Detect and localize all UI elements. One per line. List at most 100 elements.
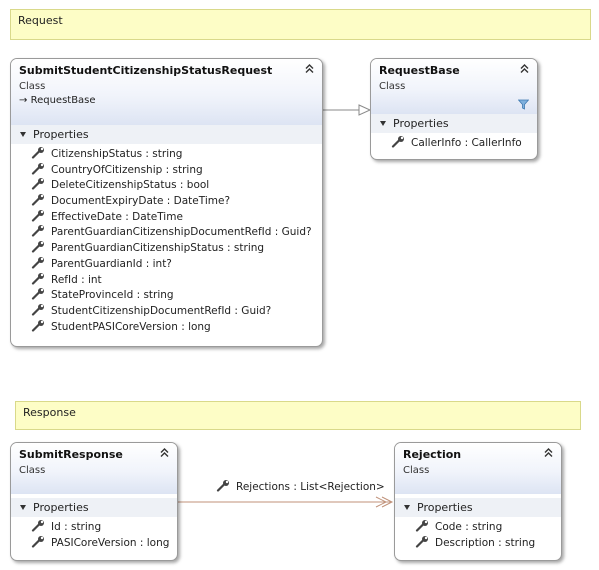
section-label: Properties — [393, 117, 449, 130]
inheritance-arrowhead — [358, 104, 372, 116]
property-list: Id : string PASICoreVersion : long — [11, 517, 177, 551]
property-item[interactable]: ParentGuardianCitizenshipDocumentRefId :… — [11, 225, 322, 241]
association-label[interactable]: Rejections : List<Rejection> — [216, 480, 385, 493]
class-name: RequestBase — [379, 64, 460, 77]
property-item[interactable]: StudentPASICoreVersion : long — [11, 319, 322, 336]
wrench-icon — [216, 480, 229, 492]
class-kind: Class — [19, 465, 46, 476]
wrench-icon — [31, 520, 44, 532]
wrench-icon — [31, 535, 44, 548]
section-label: Properties — [33, 501, 89, 514]
property-text: StateProvinceId : string — [51, 289, 174, 302]
collapse-chevron-icon[interactable] — [159, 447, 170, 458]
property-item[interactable]: DocumentExpiryDate : DateTime? — [11, 194, 322, 210]
class-kind: Class — [379, 81, 406, 92]
property-text: StudentPASICoreVersion : long — [51, 320, 211, 333]
property-list: CallerInfo : CallerInfo — [371, 133, 537, 152]
base-class-name: RequestBase — [30, 95, 96, 106]
properties-section-header[interactable]: Properties — [371, 114, 537, 133]
wrench-icon — [31, 162, 44, 175]
property-item[interactable]: StudentCitizenshipDocumentRefId : Guid? — [11, 303, 322, 320]
request-note-text: Request — [18, 14, 63, 27]
wrench-icon — [415, 535, 428, 548]
property-text: PASICoreVersion : long — [51, 536, 170, 549]
property-item[interactable]: StateProvinceId : string — [11, 288, 322, 304]
wrench-icon — [31, 319, 44, 332]
filter-icon[interactable] — [518, 99, 529, 110]
property-text: CallerInfo : CallerInfo — [411, 137, 522, 149]
class-header: SubmitResponse Class — [11, 443, 177, 494]
property-text: DocumentExpiryDate : DateTime? — [51, 195, 231, 208]
class-name: SubmitStudentCitizenshipStatusRequest — [19, 64, 273, 77]
property-item[interactable]: PASICoreVersion : long — [11, 535, 177, 552]
property-item[interactable]: CitizenshipStatus : string — [11, 147, 322, 163]
wrench-icon — [31, 178, 44, 190]
property-text: EffectiveDate : DateTime — [51, 210, 183, 223]
class-submit-request[interactable]: SubmitStudentCitizenshipStatusRequest Cl… — [10, 58, 323, 347]
property-text: ParentGuardianCitizenshipStatus : string — [51, 242, 265, 255]
class-header: SubmitStudentCitizenshipStatusRequest Cl… — [11, 59, 322, 125]
property-text: ParentGuardianCitizenshipDocumentRefId :… — [51, 226, 312, 239]
wrench-icon — [31, 225, 44, 238]
property-item[interactable]: Id : string — [11, 520, 177, 536]
expand-triangle-icon — [380, 120, 386, 126]
property-text: CitizenshipStatus : string — [51, 148, 183, 160]
class-name: SubmitResponse — [19, 448, 123, 461]
class-header: Rejection Class — [395, 443, 561, 494]
property-item[interactable]: Code : string — [395, 520, 561, 536]
property-text: Code : string — [435, 521, 503, 533]
section-label: Properties — [33, 128, 89, 141]
class-kind: Class — [19, 81, 46, 92]
wrench-icon — [31, 303, 44, 316]
association-arrowhead-1 — [375, 496, 388, 508]
properties-section-header[interactable]: Properties — [395, 498, 561, 517]
property-text: Description : string — [435, 536, 536, 549]
class-rejection[interactable]: Rejection Class Properties Code : string… — [394, 442, 562, 561]
property-text: StudentCitizenshipDocumentRefId : Guid? — [51, 304, 272, 317]
property-list: Code : string Description : string — [395, 517, 561, 551]
property-text: Id : string — [51, 521, 102, 533]
property-item[interactable]: ParentGuardianId : int? — [11, 256, 322, 273]
wrench-icon — [31, 147, 44, 159]
wrench-icon — [31, 288, 44, 300]
association-label-text: Rejections : List<Rejection> — [236, 481, 385, 493]
property-item[interactable]: Description : string — [395, 535, 561, 552]
collapse-chevron-icon[interactable] — [543, 447, 554, 458]
collapse-chevron-icon[interactable] — [519, 63, 530, 74]
property-list: CitizenshipStatus : string CountryOfCiti… — [11, 144, 322, 335]
property-text: ParentGuardianId : int? — [51, 257, 172, 270]
response-note[interactable]: Response — [15, 401, 581, 430]
wrench-icon — [31, 256, 44, 269]
property-item[interactable]: CountryOfCitizenship : string — [11, 162, 322, 179]
expand-triangle-icon — [404, 504, 410, 510]
base-class-reference: → RequestBase — [19, 95, 314, 106]
property-item[interactable]: DeleteCitizenshipStatus : bool — [11, 178, 322, 194]
properties-section-header[interactable]: Properties — [11, 125, 322, 144]
wrench-icon — [31, 241, 44, 253]
wrench-icon — [415, 520, 428, 532]
properties-section-header[interactable]: Properties — [11, 498, 177, 517]
property-item[interactable]: CallerInfo : CallerInfo — [371, 136, 537, 152]
property-text: CountryOfCitizenship : string — [51, 163, 203, 176]
collapse-chevron-icon[interactable] — [304, 63, 315, 74]
expand-triangle-icon — [20, 504, 26, 510]
class-name: Rejection — [403, 448, 462, 461]
wrench-icon — [31, 272, 44, 285]
property-text: DeleteCitizenshipStatus : bool — [51, 179, 210, 192]
response-note-text: Response — [23, 406, 76, 419]
wrench-icon — [391, 136, 404, 148]
inherits-arrow-icon: → — [19, 95, 28, 106]
expand-triangle-icon — [20, 131, 26, 137]
class-submit-response[interactable]: SubmitResponse Class Properties Id : str… — [10, 442, 178, 561]
request-note[interactable]: Request — [10, 9, 591, 40]
property-item[interactable]: ParentGuardianCitizenshipStatus : string — [11, 241, 322, 257]
property-item[interactable]: EffectiveDate : DateTime — [11, 209, 322, 226]
section-label: Properties — [417, 501, 473, 514]
class-request-base[interactable]: RequestBase Class Properties CallerInfo … — [370, 58, 538, 160]
property-item[interactable]: RefId : int — [11, 272, 322, 289]
association-arrowhead-2 — [381, 496, 394, 508]
property-text: RefId : int — [51, 273, 102, 286]
wrench-icon — [31, 209, 44, 222]
wrench-icon — [31, 194, 44, 206]
